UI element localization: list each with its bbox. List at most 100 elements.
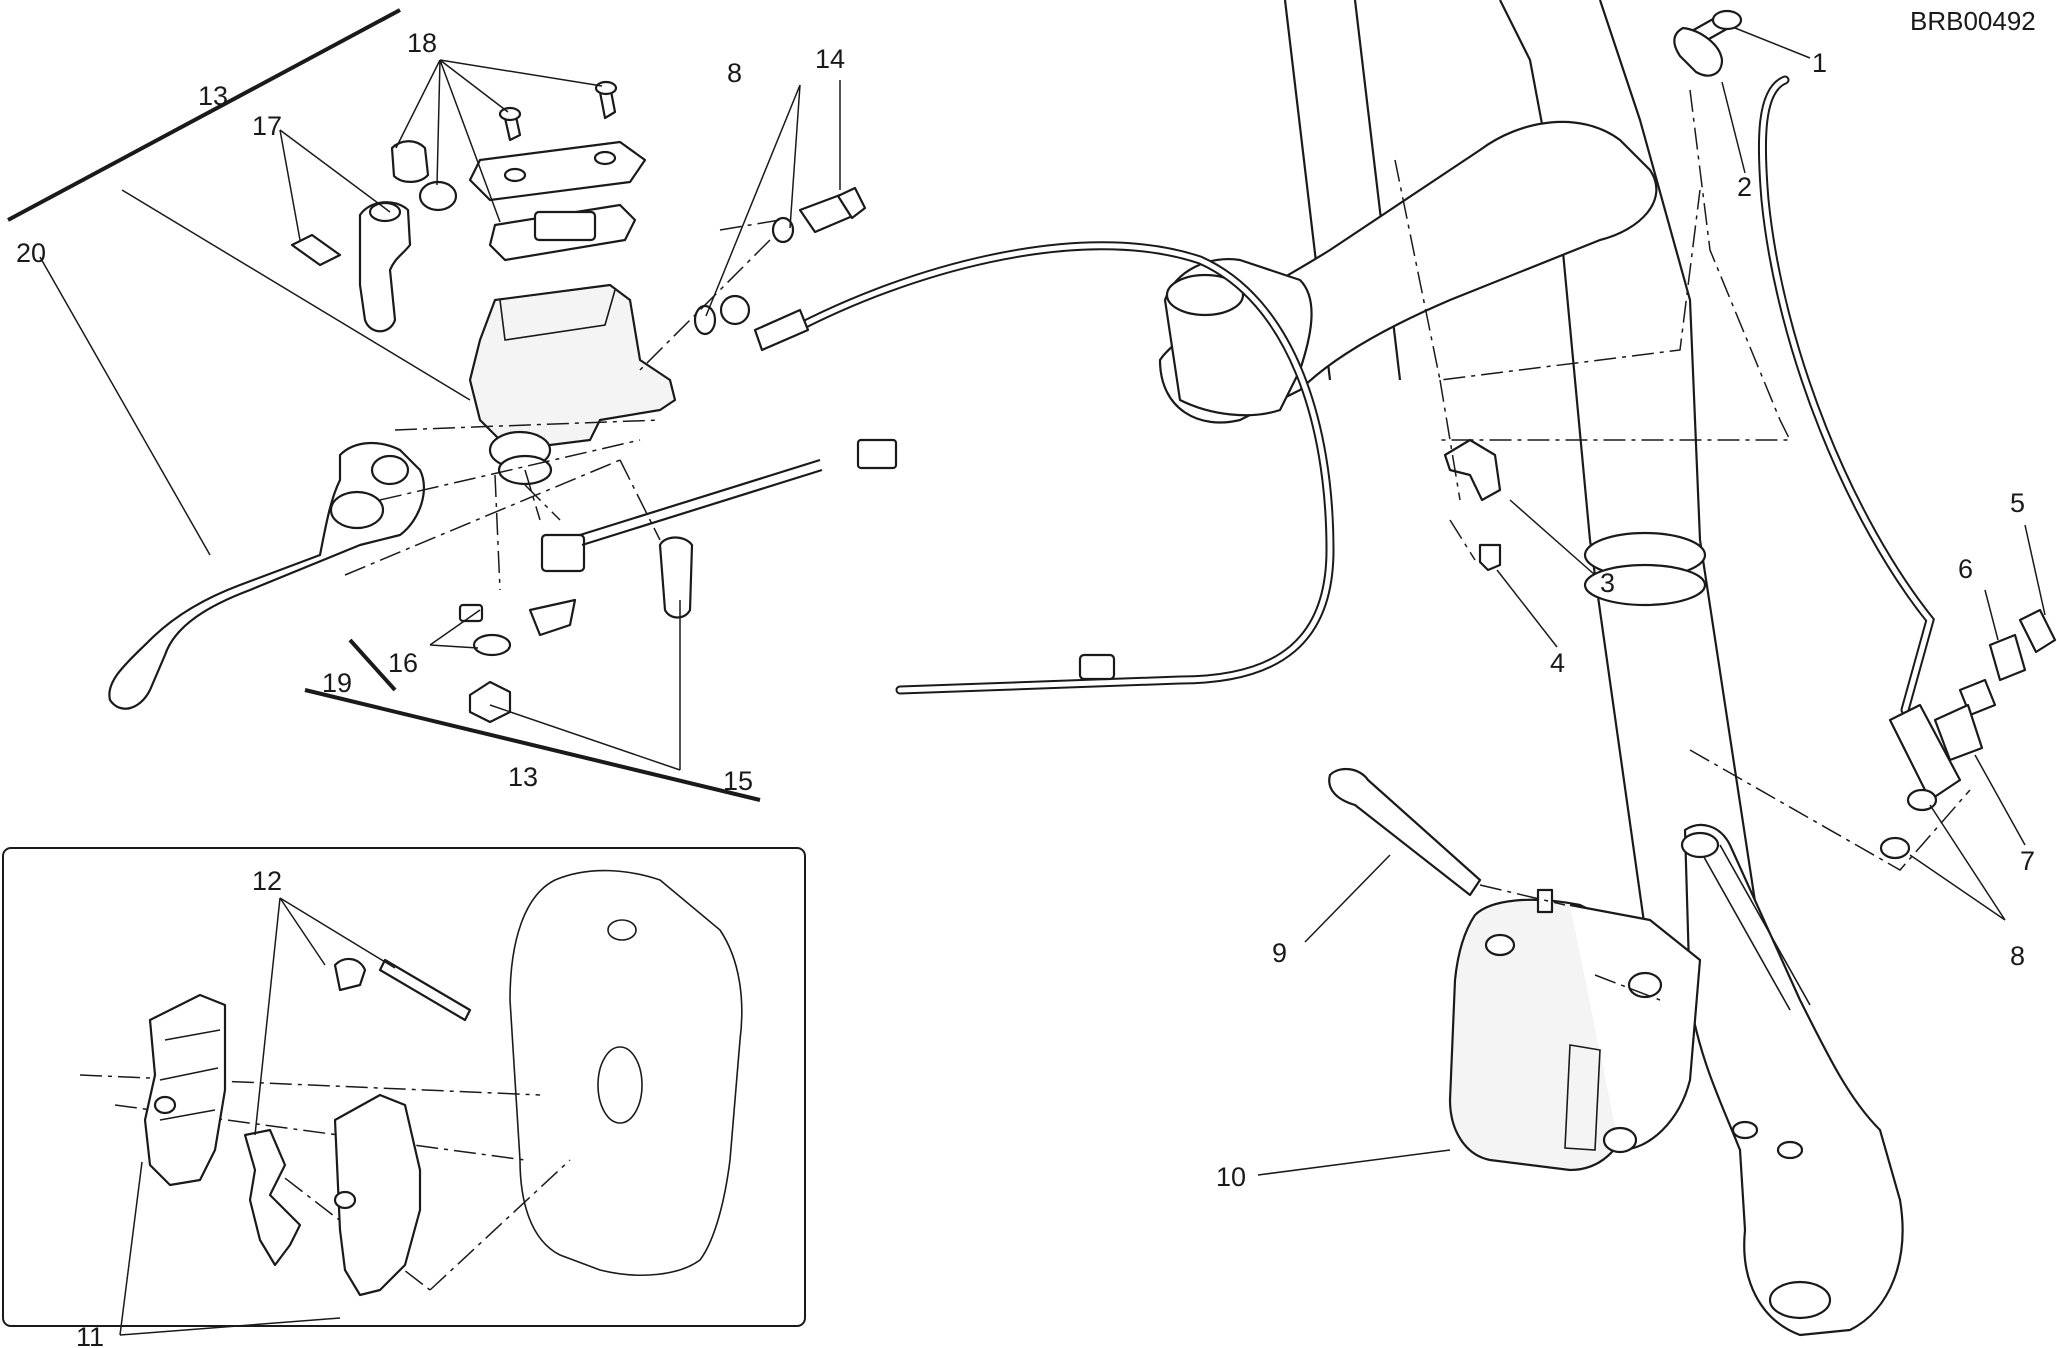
clamp-2-icon (1673, 26, 1724, 77)
washer-8c-icon (771, 216, 795, 244)
banjo-bolt-7-icon (1933, 703, 1984, 762)
plug-18 (390, 140, 430, 183)
cover-plate-18 (468, 140, 647, 202)
fork-foot-hole-top (1680, 831, 1720, 859)
pad-11a-icon (143, 993, 227, 1187)
washer-8-icon (1906, 788, 1938, 812)
master-cylinder-assembly (108, 80, 898, 724)
leader-lines (39, 27, 2046, 1336)
pivot-bolt-15-icon (658, 536, 694, 619)
drawing-code: BRB00492 (1910, 6, 2036, 36)
pad-11a-hole (153, 1095, 177, 1115)
hose-caliper-fitting (1888, 703, 1962, 802)
fork-seal-ring-lower (1583, 563, 1707, 607)
fork-foot-rib (1699, 844, 1811, 1011)
clip-12-icon (333, 957, 367, 992)
bleeder-6-icon (1988, 633, 2027, 682)
callout-2: 2 (1737, 172, 1752, 202)
callout-3: 3 (1600, 568, 1615, 598)
cover-hole-2 (593, 150, 617, 166)
fork-tube-right (1499, 0, 1702, 541)
hose-sleeve (1078, 653, 1116, 681)
screw-17-icon (290, 233, 342, 267)
group-brackets (7, 8, 761, 802)
bleed-valve-parts (1879, 608, 2057, 860)
callout-13-bottom: 13 (508, 762, 538, 792)
brake-hose (753, 75, 1962, 802)
screw-4-icon (1478, 543, 1502, 572)
callout-13-top: 13 (198, 81, 228, 111)
bolt-1-head (1711, 9, 1743, 31)
master-cylinder-body (468, 283, 677, 452)
inset-caliper-hole (607, 919, 637, 941)
pin-12-icon (378, 958, 472, 1022)
callout-9: 9 (1272, 938, 1287, 968)
callout-18: 18 (407, 28, 437, 58)
bolt-9-icon (1328, 767, 1482, 897)
bracket-13-top (7, 8, 401, 222)
caliper-hole-right (1627, 971, 1663, 999)
switch-connector (856, 438, 898, 470)
bracket-19 (348, 638, 397, 692)
switch-19-icon (540, 533, 586, 573)
cover-hole (503, 167, 527, 183)
screw-18a-head (498, 106, 522, 122)
banjo-eye (719, 294, 751, 326)
lever-pivot-hole (370, 454, 410, 486)
o-ring-18 (418, 180, 458, 212)
pin-16-icon (458, 603, 484, 623)
caliper-hole-upper (1484, 933, 1516, 957)
callout-labels: BRB00492 1 2 3 4 5 6 7 8 8 9 10 11 12 13… (16, 6, 2036, 1348)
inset-caliper-ghost (509, 869, 743, 1276)
washer-8d-icon (693, 304, 717, 336)
callout-20: 20 (16, 238, 46, 268)
hose-clamp-parts (1443, 9, 1743, 572)
inset-caliper-bore (597, 1046, 643, 1124)
reservoir-outline (499, 289, 616, 341)
axle-hole (1768, 1280, 1832, 1320)
clamp-17-hole (368, 201, 402, 223)
brake-caliper-assembly (1328, 767, 1702, 1172)
caliper-pad-window (1564, 1044, 1601, 1151)
fork-foot-hole-mid (1776, 1140, 1804, 1160)
callout-8-right: 8 (2010, 941, 2025, 971)
callout-16: 16 (388, 648, 418, 678)
callout-7: 7 (2020, 846, 2035, 876)
spring-12-icon (243, 1128, 302, 1267)
pad-11a-lines (159, 1029, 221, 1121)
callout-11: 11 (76, 1322, 104, 1348)
pad-11b-hole (333, 1190, 357, 1210)
callout-19: 19 (322, 668, 352, 698)
callout-8-top: 8 (727, 58, 742, 88)
hose-banjo-end (753, 308, 810, 352)
stem-hole (1165, 273, 1245, 317)
callout-4: 4 (1550, 648, 1565, 678)
callout-6: 6 (1958, 554, 1973, 584)
assembly-centre-lines (79, 89, 1971, 1291)
switch-cable (579, 458, 823, 547)
callout-1: 1 (1812, 48, 1827, 78)
screw-18b-head (594, 80, 618, 96)
bracket-19 (528, 598, 577, 637)
callout-5: 5 (2010, 488, 2025, 518)
pads-detail (143, 869, 743, 1297)
fork-foot (1683, 823, 1904, 1337)
diaphragm-center (533, 210, 597, 242)
callout-17: 17 (252, 111, 282, 141)
callout-12: 12 (252, 866, 282, 896)
banjo-bolt-14-head (836, 186, 867, 220)
clip-3-icon (1443, 438, 1502, 502)
washer-8b-icon (1879, 836, 1911, 860)
callout-14: 14 (815, 44, 845, 74)
nut-15-icon (468, 680, 512, 724)
bracket-13-bottom (304, 688, 761, 802)
callout-10: 10 (1216, 1162, 1246, 1192)
pads-detail-frame (2, 847, 806, 1327)
cap-5-icon (2018, 608, 2057, 654)
pad-11b-icon (333, 1093, 422, 1297)
caliper-hole-lower (1602, 1126, 1638, 1154)
fork-foot-hole-low (1731, 1120, 1759, 1140)
lever-adjuster (329, 490, 385, 530)
callout-15: 15 (723, 766, 753, 796)
